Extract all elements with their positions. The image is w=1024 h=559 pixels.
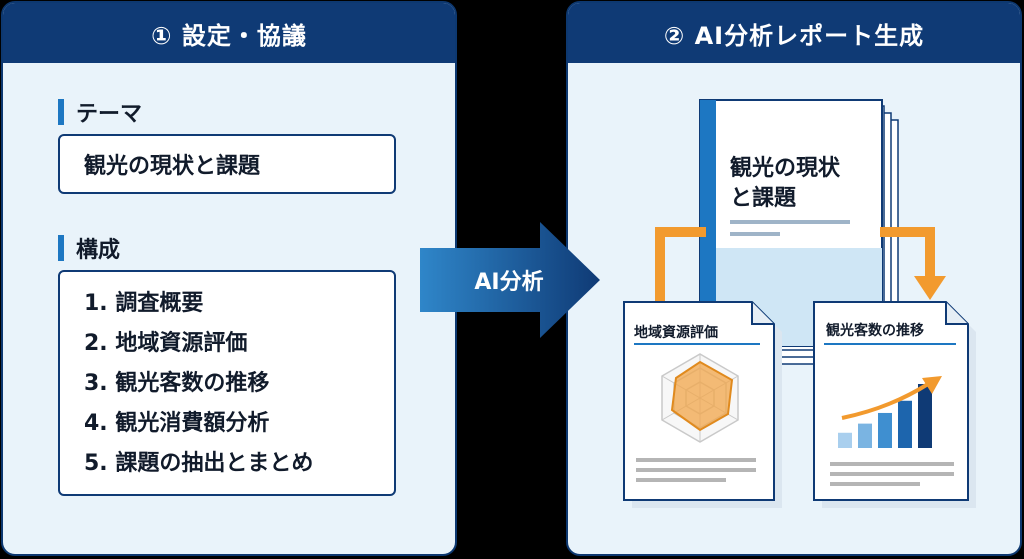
theme-value: 観光の現状と課題 bbox=[84, 154, 261, 179]
structure-item: 4. 観光消費額分析 bbox=[84, 411, 270, 436]
section-bar-icon bbox=[58, 235, 64, 261]
structure-label: 構成 bbox=[58, 232, 120, 264]
section-bar-icon bbox=[58, 99, 64, 125]
theme-label-text: テーマ bbox=[76, 102, 143, 127]
orange-connectors bbox=[655, 227, 946, 312]
trend-arrow-icon bbox=[841, 376, 942, 420]
structure-label-text: 構成 bbox=[76, 238, 121, 263]
visitor-trend-doc bbox=[813, 301, 976, 508]
structure-item: 3. 観光客数の推移 bbox=[84, 371, 270, 396]
structure-item: 5. 課題の抽出とまとめ bbox=[84, 451, 314, 476]
region-evaluation-title: 地域資源評価 bbox=[634, 325, 718, 341]
structure-item: 2. 地域資源評価 bbox=[84, 331, 248, 356]
report-panel-header: ② AI分析レポート生成 bbox=[568, 3, 1020, 63]
report-title: 観光の現状 と課題 bbox=[730, 156, 841, 211]
radar-chart-icon bbox=[661, 353, 739, 443]
region-evaluation-doc bbox=[623, 301, 782, 508]
trend-bar bbox=[858, 423, 872, 448]
trend-bar bbox=[838, 432, 852, 448]
bar-chart-icon bbox=[838, 384, 932, 448]
right-arrow-icon bbox=[420, 222, 600, 338]
structure-item: 1. 調査概要 bbox=[84, 291, 204, 316]
down-arrow-icon bbox=[914, 276, 946, 300]
trend-bar bbox=[918, 384, 932, 448]
ai-analysis-label: AI分析 bbox=[474, 270, 544, 295]
theme-box: 観光の現状と課題 bbox=[58, 134, 396, 194]
structure-box: 1. 調査概要 2. 地域資源評価 3. 観光客数の推移 4. 観光消費額分析 … bbox=[58, 270, 396, 496]
theme-label: テーマ bbox=[58, 96, 142, 128]
trend-bar bbox=[898, 400, 912, 448]
settings-panel-header: ① 設定・協議 bbox=[3, 3, 455, 63]
visitor-trend-title: 観光客数の推移 bbox=[826, 323, 924, 339]
trend-bar bbox=[878, 412, 892, 448]
